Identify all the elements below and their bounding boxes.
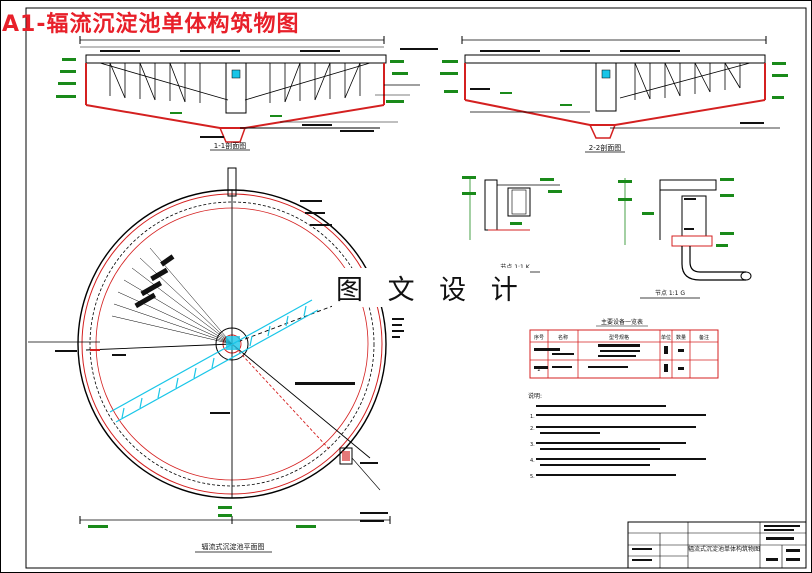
- note-number: 3.: [530, 442, 535, 448]
- note-number: 4.: [530, 458, 535, 464]
- table-header-cell: 型号规格: [609, 334, 629, 341]
- note-number: 2.: [530, 426, 535, 432]
- drawing-name: 辐流式沉淀池单体构筑物图: [688, 545, 760, 553]
- table-header-cell: 单位: [661, 334, 671, 341]
- detail-1-view: 节点 1:1 K: [462, 176, 562, 273]
- plan-view: 辐流式沉淀池平面图: [28, 167, 404, 553]
- table-row-number: 2: [537, 367, 540, 373]
- table-header-cell: 名称: [558, 334, 568, 341]
- sheet-title: A1-辐流沉淀池单体构筑物图: [2, 12, 300, 37]
- section-1-1-view: 1-1剖面图: [56, 36, 438, 151]
- equipment-table: 主要设备一览表 序号 名称 型号规格 单位 数量 备注 2: [529, 318, 719, 379]
- note-number: 5.: [530, 474, 535, 480]
- detail-1-label: 节点 1:1 K: [500, 263, 530, 271]
- detail-2-label: 节点 1:1 G: [655, 289, 685, 297]
- section-2-2-view: 2-2剖面图: [440, 36, 788, 153]
- notes-heading: 说明:: [528, 392, 542, 400]
- title-block: 辐流式沉淀池单体构筑物图: [627, 521, 807, 569]
- section-2-2-label: 2-2剖面图: [589, 143, 621, 152]
- table-header-cell: 序号: [534, 334, 544, 341]
- watermark-text: 图 文 设 计: [332, 268, 530, 307]
- inner-frame: [25, 7, 807, 569]
- detail-2-view: 节点 1:1 G: [618, 178, 752, 299]
- table-header-cell: 备注: [699, 334, 709, 341]
- design-notes: 说明: 1. 2. 3. 4. 5.: [528, 392, 706, 480]
- plan-view-label: 辐流式沉淀池平面图: [202, 542, 265, 551]
- note-number: 1.: [530, 414, 535, 420]
- section-1-1-label: 1-1剖面图: [214, 141, 246, 150]
- table-title: 主要设备一览表: [601, 318, 643, 326]
- table-header-cell: 数量: [676, 334, 686, 341]
